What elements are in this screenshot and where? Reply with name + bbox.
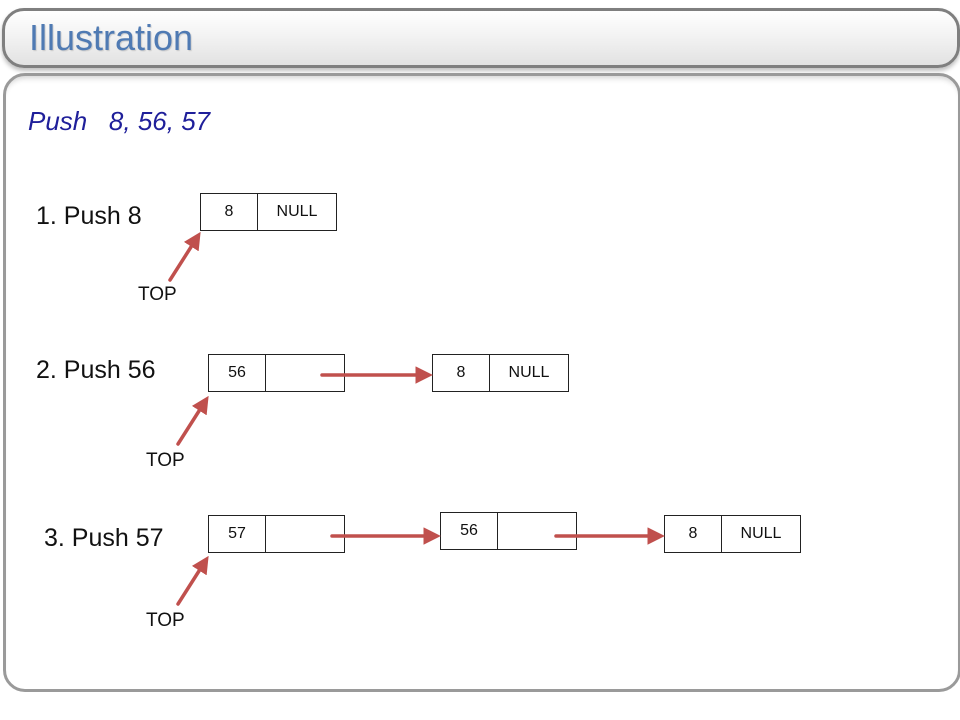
step-3-node-57: 57 (208, 515, 345, 553)
step-2-top-label: TOP (146, 450, 185, 471)
step-1-label: 1. Push 8 (36, 202, 142, 230)
step-2-label: 2. Push 56 (36, 356, 156, 384)
step-3-top-label: TOP (146, 610, 185, 631)
subtitle: Push 8, 56, 57 (28, 106, 211, 136)
step-2-node-8: 8 NULL (432, 354, 569, 392)
node-value: 56 (441, 513, 498, 549)
node-value: 8 (665, 516, 722, 552)
step-1-node-8: 8 NULL (200, 193, 337, 231)
step-3-node-56: 56 (440, 512, 577, 550)
node-value: 56 (209, 355, 266, 391)
top-pointer-arrow-step-1 (168, 231, 201, 282)
step-3-label: 3. Push 57 (44, 524, 164, 552)
step-2-node-56: 56 (208, 354, 345, 392)
node-next: NULL (740, 525, 782, 542)
node-next: NULL (276, 203, 318, 220)
step-1-top-label: TOP (138, 284, 177, 305)
node-value: 57 (209, 516, 266, 552)
top-pointer-arrow-step-2 (176, 395, 209, 446)
node-value: 8 (201, 194, 258, 230)
node-value: 8 (433, 355, 490, 391)
step-3-node-8: 8 NULL (664, 515, 801, 553)
node-next: NULL (508, 364, 550, 381)
top-pointer-arrow-step-3 (176, 555, 209, 606)
title-bar: Illustration (2, 8, 960, 68)
slide-title: Illustration (29, 17, 194, 58)
